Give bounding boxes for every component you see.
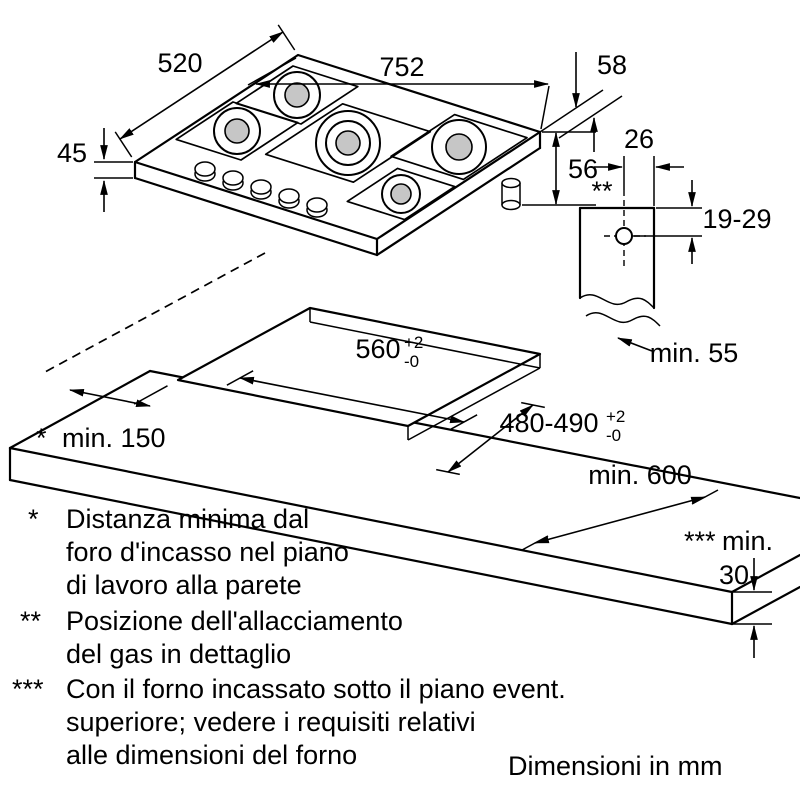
- worktop-right-end-bottom-edge: [730, 585, 800, 626]
- footnote-line: superiore; vedere i requisiti relativi: [66, 707, 476, 737]
- min-30-value: 30: [719, 560, 749, 590]
- burner-cap: [284, 82, 310, 108]
- burner-cap: [390, 183, 412, 205]
- footnote-line: foro d'incasso nel piano: [66, 537, 349, 567]
- gas-fitting-top: [501, 177, 521, 189]
- dim-480-490-tol-upper: +2: [606, 407, 625, 426]
- dim-right-offset-58: 58: [539, 50, 627, 152]
- worktop-right-end-top-edge: [730, 553, 800, 594]
- dim-520-label: 520: [157, 48, 202, 78]
- gas-fitting: [501, 177, 521, 211]
- pan-support: [390, 113, 528, 181]
- footnote-marker: *: [28, 504, 39, 534]
- dim-cutout-width-560: 560 +2 -0: [226, 333, 478, 430]
- footnote-line: di lavoro alla parete: [66, 570, 302, 600]
- footnote-line: Con il forno incassato sotto il piano ev…: [66, 674, 566, 704]
- extension-line: [114, 131, 133, 158]
- worktop-front-top-edge: [8, 446, 734, 594]
- dimension-line: [447, 404, 534, 473]
- dim-45-label: 45: [57, 138, 87, 168]
- dim-min-150: * min. 150: [36, 385, 168, 453]
- burner-center-wok: [264, 102, 432, 184]
- dim-right-height-56: 56: [522, 131, 598, 206]
- gas-pipe-circle: [615, 227, 633, 245]
- dim-480-490-label: 480-490: [499, 408, 598, 438]
- dim-58-label: 58: [597, 50, 627, 80]
- burner-cap: [335, 130, 361, 156]
- break-line: [579, 294, 655, 309]
- burner-front-center: [346, 167, 456, 221]
- min-55-label: min. 55: [650, 338, 739, 368]
- worktop-front-bottom-edge: [8, 478, 734, 626]
- dim-19-29-label: 19-29: [702, 204, 771, 234]
- cutout-inner-right-face: [407, 367, 541, 441]
- footnotes: * Distanza minima dal foro d'incasso nel…: [12, 504, 566, 770]
- knob: [194, 161, 216, 182]
- hob-front-left-bottom-edge: [133, 176, 379, 257]
- extension-line: [540, 85, 550, 130]
- control-knobs: [194, 161, 328, 218]
- gas-connection-detail: ** 26 19-29 min. 55: [578, 124, 772, 368]
- min-30-marker: ***: [684, 526, 716, 556]
- break-line: [585, 312, 661, 327]
- dimension-line: [238, 376, 466, 424]
- dim-26-label: 26: [624, 124, 654, 154]
- dim-560-tol-lower: -0: [404, 352, 419, 371]
- dim-560-tol-upper: +2: [404, 333, 423, 352]
- dim-gas-26: 26: [594, 124, 684, 206]
- dim-min-600: min. 600: [521, 460, 719, 551]
- cutout-inner-back-face: [309, 321, 541, 369]
- leader-arrow: [616, 337, 653, 352]
- min-150-marker: *: [36, 423, 47, 453]
- dim-480-490-tol-lower: -0: [606, 426, 621, 445]
- footnote-marker: ***: [12, 674, 44, 704]
- knob: [222, 170, 244, 191]
- burner-cap: [445, 133, 473, 161]
- dim-min-30: *** min. 30: [684, 526, 773, 658]
- min-600-label: min. 600: [588, 460, 692, 490]
- knob: [278, 188, 300, 209]
- dim-560-label: 560: [355, 334, 400, 364]
- gas-detail-marker: **: [591, 176, 613, 206]
- dim-gas-19-29: 19-29: [632, 180, 772, 264]
- dimension-line: [119, 31, 284, 140]
- dimension-line: [68, 388, 152, 408]
- dim-752-label: 752: [379, 52, 424, 82]
- footnote-line: alle dimensioni del forno: [66, 740, 357, 770]
- min-150-label: min. 150: [62, 423, 166, 453]
- dim-cutout-depth-480-490: 480-490 +2 -0: [436, 401, 625, 476]
- dim-hob-height-45: 45: [57, 128, 133, 212]
- worktop: [8, 369, 800, 626]
- pan-support: [346, 167, 456, 221]
- knob: [306, 197, 328, 218]
- footnote-marker: **: [20, 606, 42, 636]
- burner-cap: [224, 118, 250, 144]
- hob-front-right-bottom-edge: [375, 146, 542, 257]
- units-note: Dimensioni in mm: [508, 751, 723, 781]
- gas-fitting-bottom: [501, 199, 521, 211]
- burner-right: [390, 113, 528, 181]
- dim-56-label: 56: [568, 154, 598, 184]
- projection-line: [44, 252, 266, 373]
- footnote-line: del gas in dettaglio: [66, 639, 291, 669]
- extension-line: [539, 89, 604, 133]
- min-30-word: min.: [722, 526, 773, 556]
- footnote-line: Distanza minima dal: [66, 504, 309, 534]
- note-min-55: min. 55: [616, 337, 739, 368]
- dim-hob-depth-520: 520: [114, 24, 296, 158]
- dimension-line: [533, 496, 707, 544]
- worktop-left-end-edge: [8, 369, 152, 450]
- footnote-line: Posizione dell'allacciamento: [66, 606, 403, 636]
- knob: [250, 179, 272, 200]
- pan-support: [264, 102, 432, 184]
- extension-line: [277, 24, 296, 51]
